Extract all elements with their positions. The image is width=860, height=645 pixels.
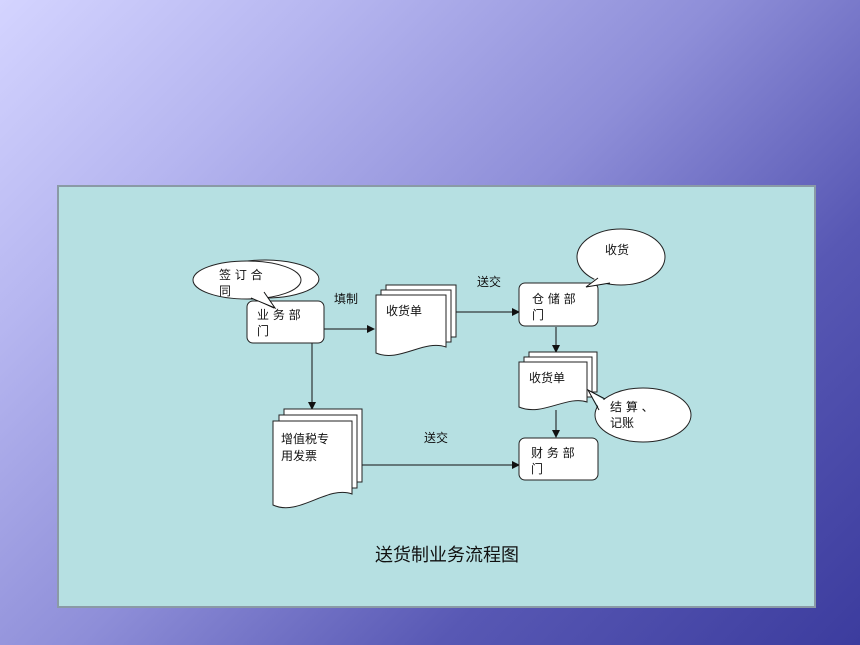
edge-label-send-bottom: 送交: [424, 430, 448, 445]
finance-label-line1: 财 务 部: [531, 445, 575, 460]
doc-receipt-1-label: 收货单: [386, 303, 422, 318]
callout-receive-goods-tail: [585, 277, 611, 288]
doc-receipt-1-front: [375, 294, 447, 356]
finance-label-line2: 门: [531, 461, 543, 476]
doc-receipt-1: 收货单: [375, 284, 457, 356]
doc-vat-invoice-front: [272, 420, 353, 509]
callout-receive-goods-bubble: [576, 228, 666, 286]
callout-settle-bubble: [594, 387, 692, 443]
connectors: [308, 308, 560, 469]
flowchart: 填制 送交 送交 业 务 部 门 签 订 合 同: [192, 228, 692, 566]
warehouse-label-line1: 仓 储 部: [532, 291, 576, 306]
callout-sign-contract-line2: 同: [219, 284, 231, 298]
finance-box: [518, 437, 599, 481]
callout-sign-contract-line1: 签 订 合: [219, 267, 263, 282]
callout-sign-contract: 签 订 合 同: [192, 259, 320, 310]
warehouse-label-line2: 门: [532, 307, 544, 322]
doc-vat-invoice: 增值税专 用发票: [272, 408, 363, 509]
callout-receive-goods-label: 收货: [605, 242, 629, 257]
sales-dept-box: [246, 300, 325, 344]
callout-settle: 结 算 、 记账: [586, 387, 692, 443]
doc-receipt-2-label: 收货单: [529, 370, 565, 385]
sales-dept-label-line2: 门: [257, 323, 269, 338]
callout-settle-tail: [586, 388, 606, 411]
node-warehouse: 仓 储 部 门: [518, 282, 599, 327]
doc-receipt-2-front: [518, 361, 588, 411]
callout-settle-line1: 结 算 、: [610, 399, 654, 414]
node-sales-dept: 业 务 部 门: [246, 300, 325, 344]
edge-label-fill: 填制: [334, 292, 358, 306]
sales-dept-label-line1: 业 务 部: [257, 307, 301, 322]
callout-sign-contract-bubble: [192, 260, 302, 300]
node-finance: 财 务 部 门: [518, 437, 599, 481]
doc-vat-invoice-line1: 增值税专: [281, 431, 329, 446]
warehouse-box: [518, 282, 599, 327]
callout-receive-goods: 收货: [576, 228, 666, 288]
callout-settle-line2: 记账: [610, 416, 634, 430]
edge-label-send-top: 送交: [477, 274, 501, 289]
diagram-panel: 填制 送交 送交 业 务 部 门 签 订 合 同: [57, 185, 816, 608]
doc-receipt-2: 收货单: [518, 351, 598, 411]
doc-vat-invoice-line2: 用发票: [281, 448, 317, 463]
diagram-title: 送货制业务流程图: [375, 545, 519, 566]
callout-sign-contract-tail: [250, 291, 277, 310]
